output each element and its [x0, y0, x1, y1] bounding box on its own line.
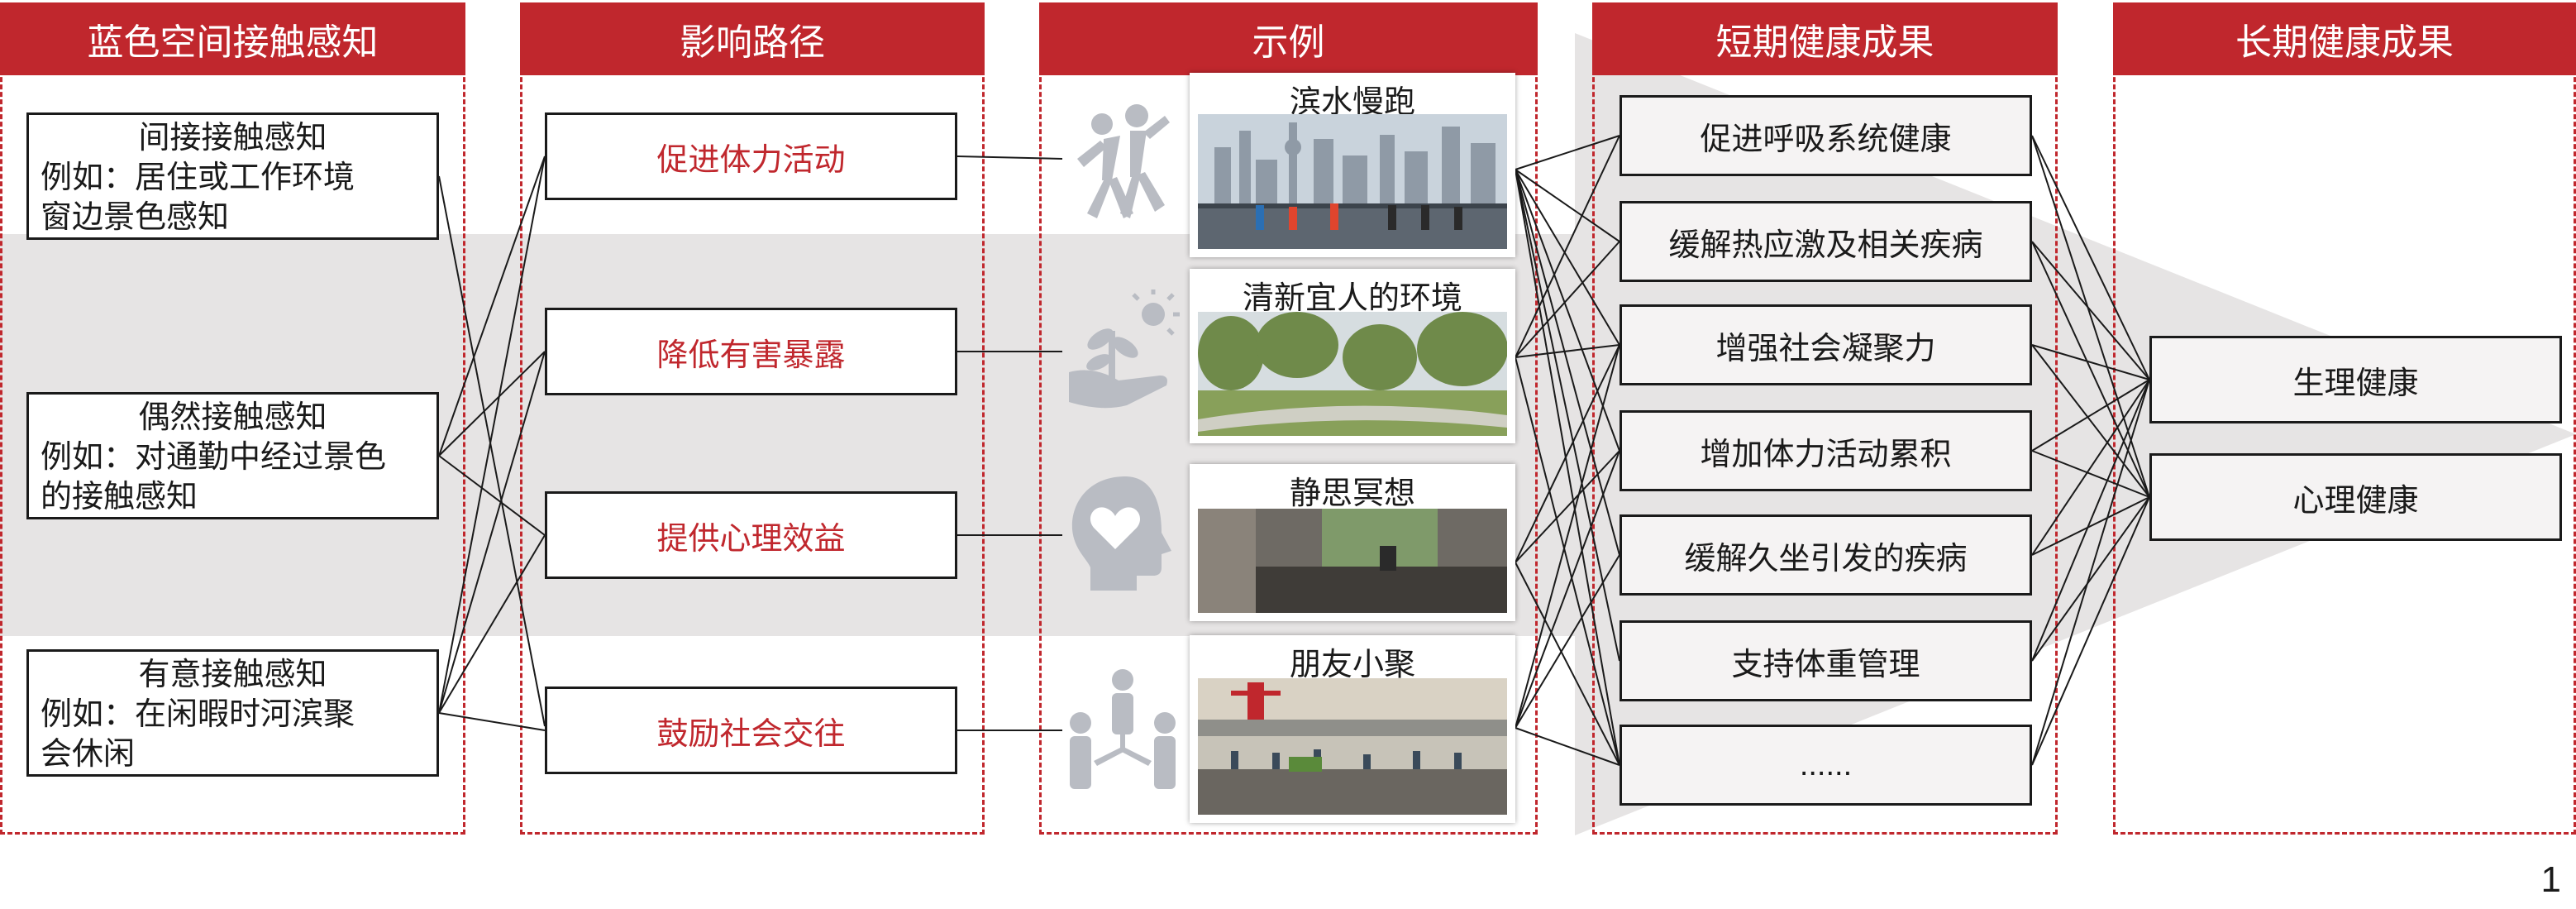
waterfront-gathering-photo — [1198, 678, 1507, 815]
long-term-box-mental-health: 心理健康 — [2149, 453, 2562, 541]
short-term-box-respiratory: 促进呼吸系统健康 — [1620, 95, 2032, 176]
connector-line — [1515, 169, 1620, 766]
connector-line — [1515, 344, 1620, 729]
connector-line — [1515, 344, 1620, 358]
column-header-perception: 蓝色空间接触感知 — [0, 2, 465, 75]
connector-line — [438, 155, 546, 714]
connector-line — [438, 351, 546, 457]
connector-line — [2031, 344, 2150, 380]
connector-line — [2031, 496, 2150, 662]
connector-line — [1515, 169, 1620, 346]
example-caption: 静思冥想 — [1289, 476, 1415, 511]
connector-line — [1515, 169, 1620, 556]
pathway-box-reduce-exposure: 降低有害暴露 — [545, 308, 957, 395]
social-group-icon — [1070, 669, 1176, 789]
short-term-box-more: ...... — [1620, 725, 2032, 806]
example-card-meditation: 静思冥想 — [1190, 464, 1515, 621]
short-term-box-weight-management: 支持体重管理 — [1620, 620, 2032, 701]
connector-line — [2031, 450, 2150, 498]
connector-line — [438, 455, 546, 536]
plant-in-hand-icon — [1069, 289, 1180, 409]
connector-line — [1515, 554, 1620, 729]
jogging-skyline-photo — [1198, 114, 1507, 249]
connector-line — [438, 712, 546, 731]
page-number: 1 — [2540, 859, 2561, 900]
connector-line — [438, 175, 546, 727]
connector-line — [1515, 169, 1620, 452]
perception-title: 有意接触感知 — [138, 658, 327, 692]
perception-title: 间接接触感知 — [138, 121, 327, 155]
short-term-box-heat-stress: 缓解热应激及相关疾病 — [1620, 201, 2032, 282]
connector-line — [1515, 562, 1620, 766]
example-caption: 朋友小聚 — [1289, 648, 1415, 682]
connector-line — [1515, 727, 1620, 766]
connector-line — [1515, 169, 1620, 662]
connector-line — [1515, 344, 1620, 563]
column-header-short-term: 短期健康成果 — [1592, 2, 2058, 75]
connector-line — [2031, 496, 2150, 556]
long-term-box-physical-health: 生理健康 — [2149, 336, 2562, 423]
heart-in-head-icon — [1071, 476, 1171, 591]
connector-line — [2031, 379, 2150, 766]
connector-line — [438, 155, 546, 457]
perception-box-incidental: 偶然接触感知 例如：对通勤中经过景色 的接触感知 — [26, 392, 439, 519]
perception-body: 例如：对通勤中经过景色 的接触感知 — [41, 440, 387, 514]
column-header-long-term: 长期健康成果 — [2113, 2, 2576, 75]
perception-body: 例如：在闲暇时河滨聚 会休闲 — [41, 697, 355, 772]
connector-line — [1515, 135, 1620, 170]
connector-line — [2031, 135, 2150, 498]
meditation-photo — [1198, 509, 1507, 613]
pathway-box-social: 鼓励社会交往 — [545, 687, 957, 774]
connector-line — [2031, 241, 2150, 498]
pathway-box-physical-activity: 促进体力活动 — [545, 112, 957, 200]
column-header-examples: 示例 — [1039, 2, 1538, 75]
connector-line — [438, 534, 546, 714]
connector-line — [2031, 379, 2150, 452]
running-people-icon — [1077, 104, 1170, 218]
connector-line — [956, 155, 1063, 160]
connector-line — [2031, 135, 2150, 380]
connector-line — [1515, 450, 1620, 729]
connector-line — [2031, 496, 2150, 766]
connector-line — [438, 351, 546, 714]
connector-line — [1515, 241, 1620, 358]
connector-line — [1515, 135, 1620, 358]
example-card-fresh-environment: 清新宜人的环境 — [1190, 269, 1515, 443]
connector-line — [1515, 169, 1620, 242]
connector-line — [2031, 379, 2150, 556]
example-card-waterfront-jogging: 滨水慢跑 — [1190, 73, 1515, 257]
perception-box-intentional: 有意接触感知 例如：在闲暇时河滨聚 会休闲 — [26, 649, 439, 777]
short-term-box-activity-accumulation: 增加体力活动累积 — [1620, 410, 2032, 491]
connector-line — [1515, 450, 1620, 563]
park-photo — [1198, 312, 1507, 436]
perception-title: 偶然接触感知 — [138, 400, 327, 435]
perception-box-indirect: 间接接触感知 例如：居住或工作环境 窗边景色感知 — [26, 112, 439, 240]
connector-line — [2031, 379, 2150, 662]
short-term-box-social-cohesion: 增强社会凝聚力 — [1620, 304, 2032, 385]
example-caption: 清新宜人的环境 — [1242, 281, 1462, 316]
column-header-pathways: 影响路径 — [520, 2, 985, 75]
pathway-box-psychological: 提供心理效益 — [545, 491, 957, 579]
connector-line — [2031, 241, 2150, 380]
connector-line — [1515, 356, 1620, 766]
short-term-box-sedentary-disease: 缓解久坐引发的疾病 — [1620, 514, 2032, 596]
connector-line — [2031, 344, 2150, 498]
example-card-friends-gathering: 朋友小聚 — [1190, 635, 1515, 823]
perception-body: 例如：居住或工作环境 窗边景色感知 — [41, 160, 355, 235]
